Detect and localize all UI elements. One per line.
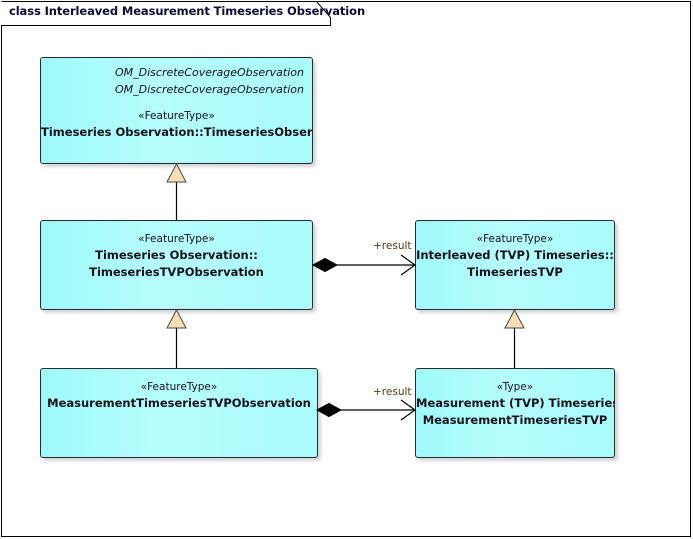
page-title: class Interleaved Measurement Timeseries… [9,4,366,18]
class-stereotype: «FeatureType» [138,233,215,245]
class-box-measurement-timeseries-tvp-observation[interactable]: «FeatureType» MeasurementTimeseriesTVPOb… [40,368,318,458]
class-name-line-2: MeasurementTimeseriesTVP [422,413,608,427]
class-name-line-1: Measurement (TVP) Timeseries:: [416,396,615,410]
class-name-line-2: TimeseriesTVPObservation [89,265,264,279]
class-name-line-1: Interleaved (TVP) Timeseries:: [416,248,614,262]
class-name-line-2: TimeseriesTVP [467,265,563,279]
class-name-line-1: Timeseries Observation:: [95,248,258,262]
class-stereotype: «Type» [496,381,534,393]
inherited-type-2: OM_DiscreteCoverageObservation [114,82,304,96]
class-box-timeseries-tvp-observation[interactable]: «FeatureType» Timeseries Observation:: T… [40,220,313,310]
class-name: MeasurementTimeseriesTVPObservation [47,396,311,410]
association-label-result-lower: +result [373,386,412,398]
class-box-interleaved-timeseries-tvp[interactable]: «FeatureType» Interleaved (TVP) Timeseri… [415,220,615,310]
inherited-type-1: OM_DiscreteCoverageObservation [114,66,304,79]
class-stereotype: «FeatureType» [476,233,554,245]
class-stereotype: «FeatureType» [138,110,215,122]
class-stereotype: «FeatureType» [140,381,218,393]
association-label-result-upper: +result [373,240,412,252]
class-box-timeseries-observation[interactable]: OM_DiscreteCoverageObservation OM_Discre… [40,57,313,164]
class-box-measurement-timeseries-tvp[interactable]: «Type» Measurement (TVP) Timeseries:: Me… [415,368,615,458]
class-name: Timeseries Observation::TimeseriesObserv… [41,125,313,139]
